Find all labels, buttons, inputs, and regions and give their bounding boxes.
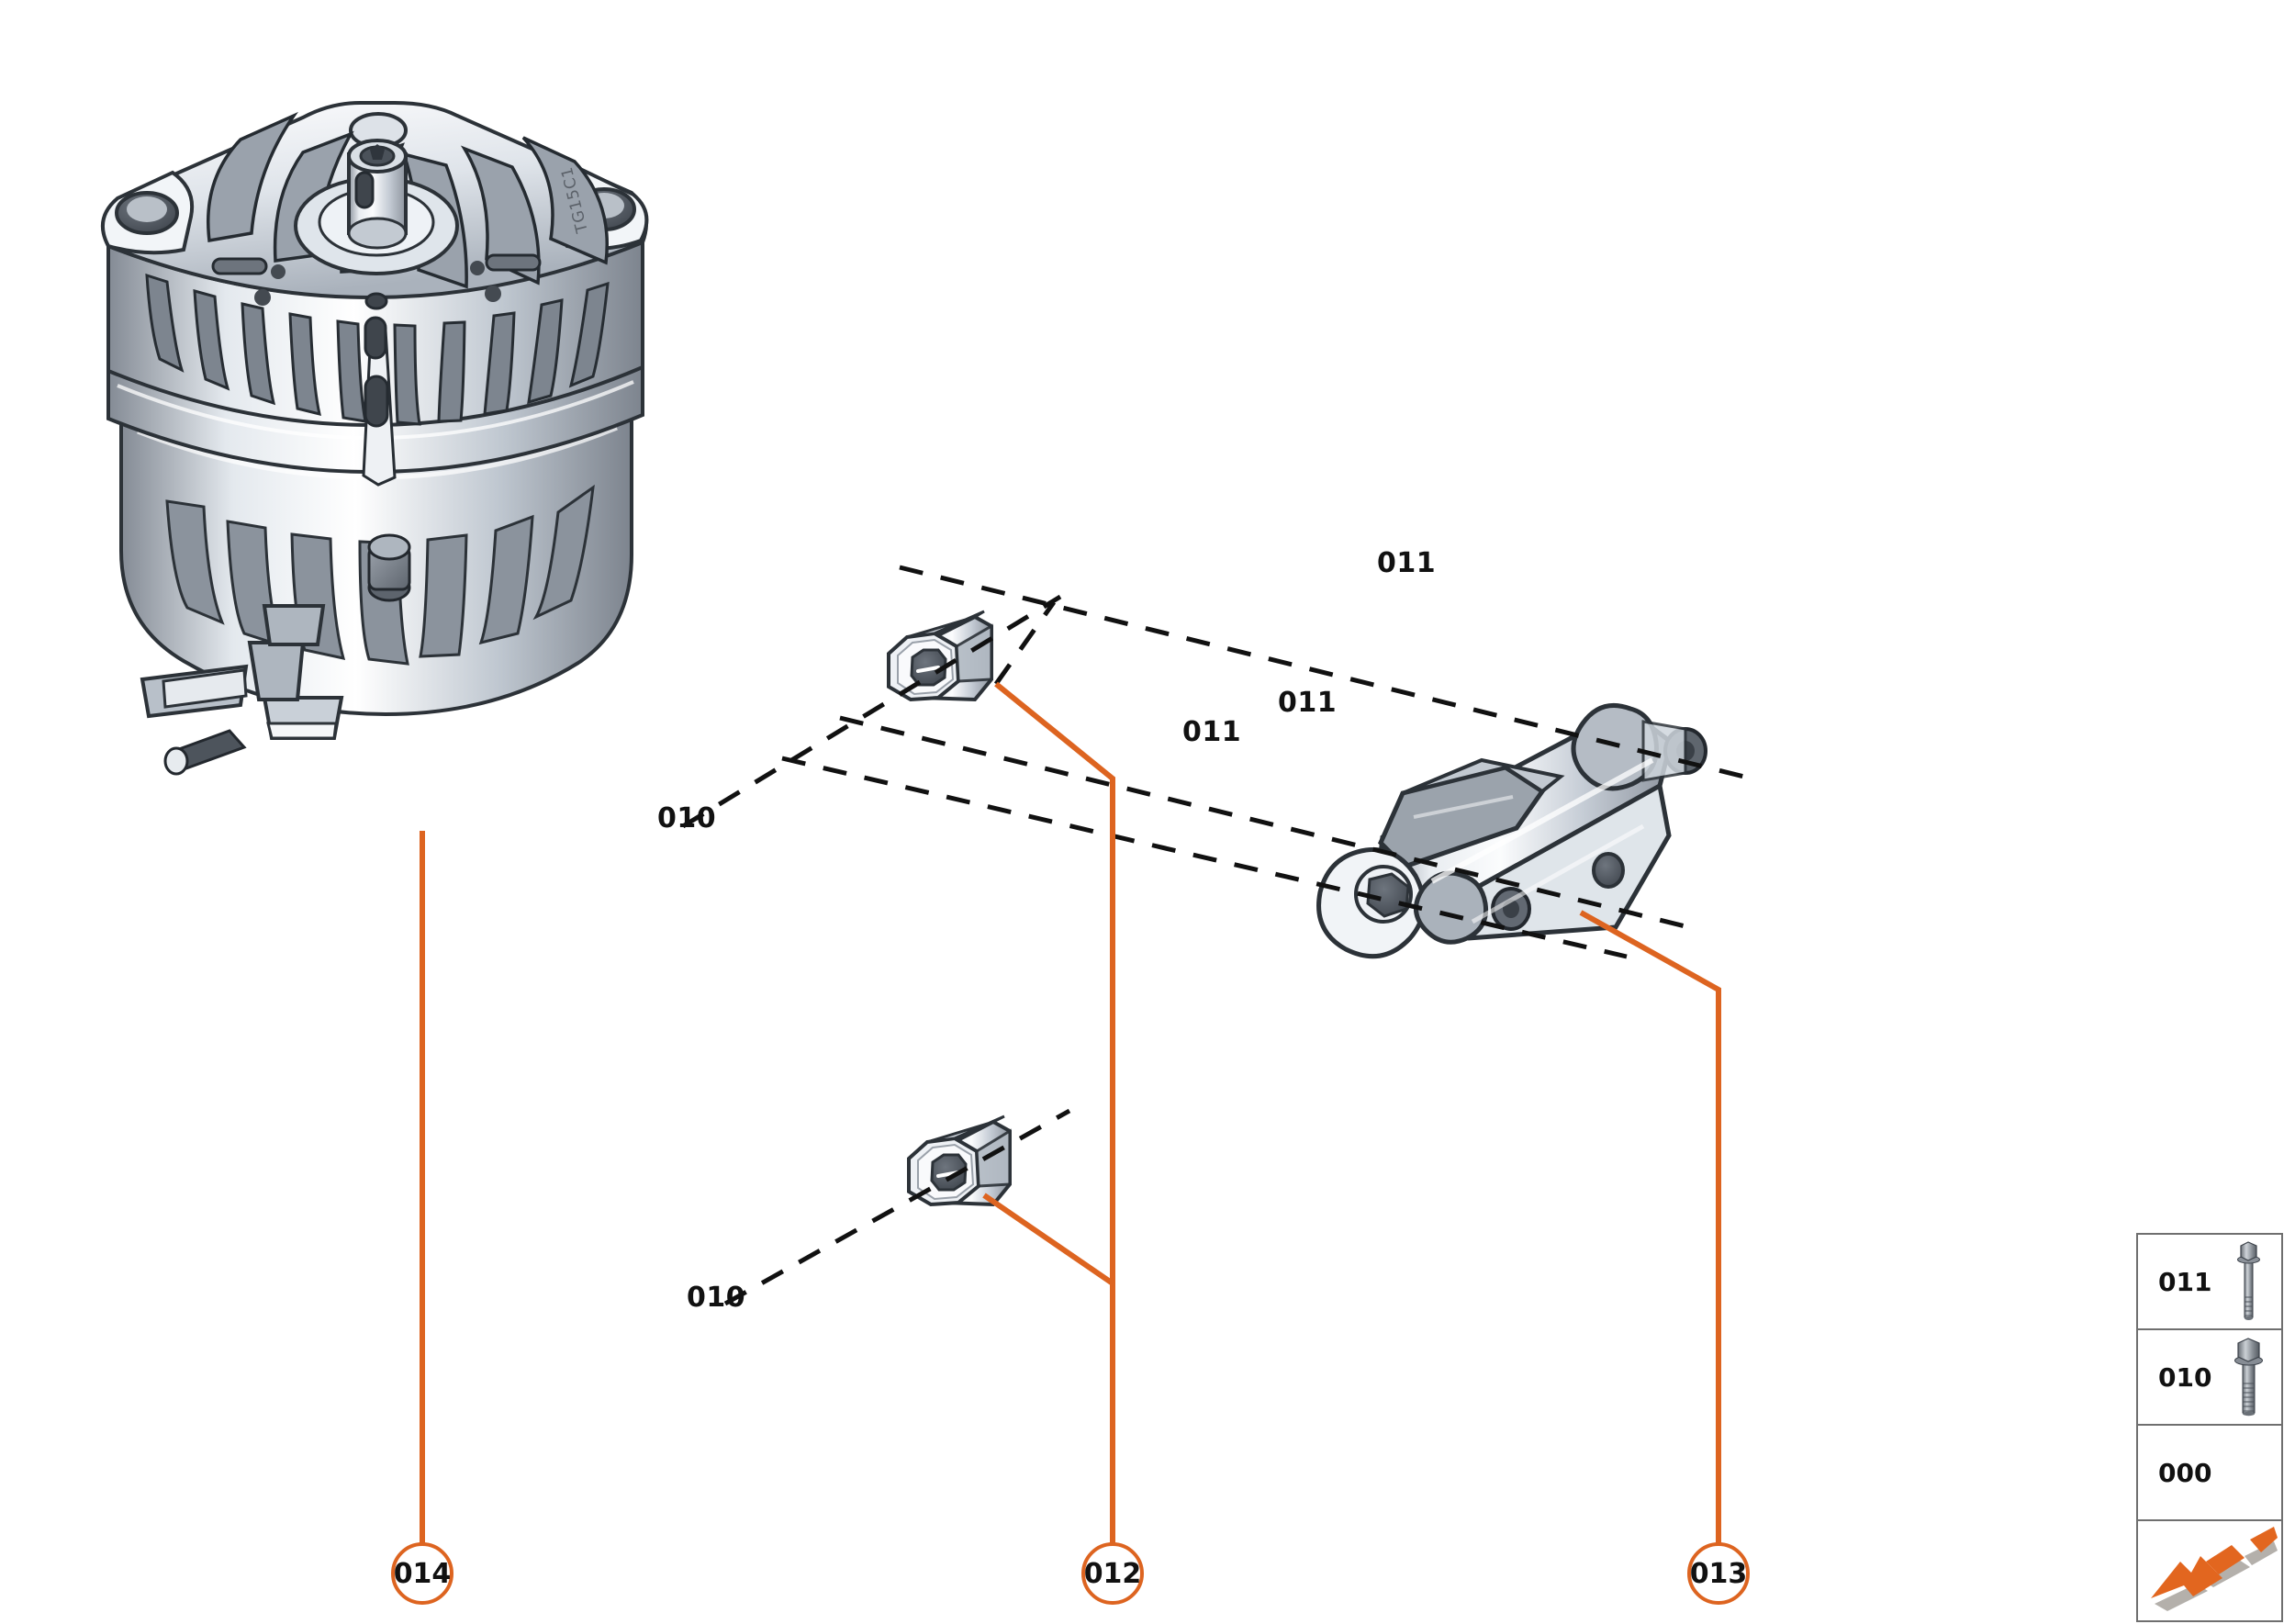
legend-row-011[interactable]: 011 — [2138, 1235, 2281, 1330]
leader-label-011-b: 011 — [1278, 687, 1338, 719]
dashed-axis-011-a — [899, 565, 1745, 779]
hex-spacer-bottom-illustration — [907, 1114, 1012, 1207]
legend-label-010: 010 — [2158, 1361, 2212, 1393]
orange-assembly-arrow-icon — [2144, 1525, 2278, 1617]
legend-row-000[interactable]: 000 — [2138, 1426, 2281, 1521]
dashed-axis-011-b — [839, 715, 1690, 930]
legend-label-011: 011 — [2158, 1266, 2212, 1297]
mounting-bracket-illustration — [1316, 703, 1707, 959]
leader-012-top — [994, 681, 1115, 1551]
callout-bubble-013[interactable]: 013 — [1687, 1542, 1750, 1605]
legend-row-010[interactable]: 010 — [2138, 1330, 2281, 1426]
leader-label-011-c: 011 — [1182, 716, 1242, 748]
legend-box: 011 — [2136, 1233, 2283, 1622]
leader-label-010-bottom: 010 — [687, 1282, 746, 1314]
long-flange-bolt-icon — [2222, 1235, 2274, 1328]
dashed-axis-011-c — [781, 756, 1628, 959]
leader-013 — [1579, 910, 1721, 1551]
callout-bubble-012[interactable]: 012 — [1081, 1542, 1144, 1605]
leader-label-010-top: 010 — [657, 802, 717, 834]
short-flange-bolt-icon — [2222, 1330, 2274, 1424]
alternator-illustration: TG15C1 — [100, 101, 649, 776]
dashed-axis-010-top-b — [993, 600, 1057, 686]
hex-spacer-top-illustration — [887, 610, 993, 702]
legend-label-000: 000 — [2158, 1457, 2212, 1488]
legend-row-arrow[interactable] — [2138, 1521, 2281, 1622]
leader-012-bottom — [982, 1193, 1114, 1286]
leader-label-011-a: 011 — [1377, 547, 1437, 579]
dashed-axis-010-bottom — [723, 1108, 1071, 1306]
dashed-axis-010-top — [681, 594, 1062, 829]
callout-bubble-014[interactable]: 014 — [391, 1542, 453, 1605]
